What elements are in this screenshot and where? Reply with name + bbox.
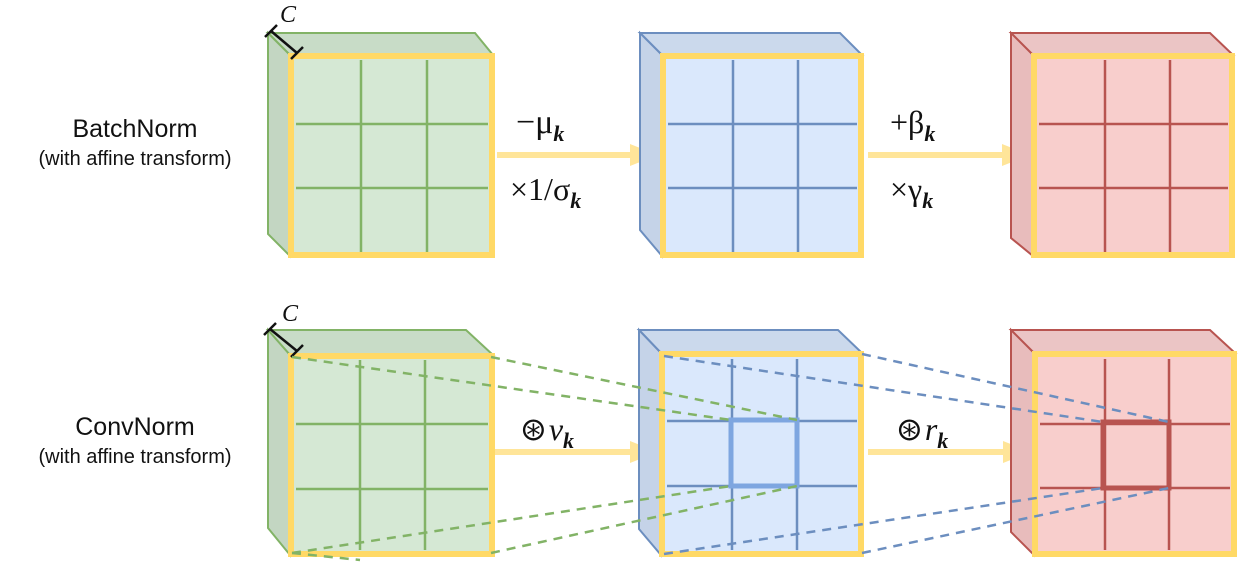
op-subtract-mean: −μk — [516, 104, 564, 146]
normalized-feature-map-cube-conv — [636, 327, 865, 558]
output-feature-map-cube — [1008, 30, 1236, 259]
projection-lines-blue — [663, 352, 1170, 556]
output-feature-map-cube-conv — [1008, 327, 1238, 558]
batchnorm-title: BatchNorm — [72, 115, 198, 143]
op-conv-v: ⊛vk — [520, 411, 574, 453]
convnorm-label: ConvNorm (with affine transform) — [0, 411, 270, 471]
batchnorm-subtitle: (with affine transform) — [38, 148, 232, 170]
input-feature-map-cube-conv — [265, 327, 496, 558]
op-divide-std: ×1/σk — [510, 171, 581, 213]
convnorm-title: ConvNorm — [75, 413, 195, 441]
channel-dimension-marker: C — [264, 2, 304, 60]
arrow-conv-r — [868, 441, 1031, 463]
projection-lines-green — [291, 355, 798, 562]
op-multiply-gamma: ×γk — [890, 171, 933, 213]
receptive-field-highlight-blue — [728, 417, 800, 489]
receptive-field-highlight-red — [1100, 419, 1172, 491]
batchnorm-label: BatchNorm (with affine transform) — [0, 113, 270, 173]
channel-dimension-marker-conv: C — [263, 301, 304, 358]
channel-label-conv: C — [282, 301, 299, 327]
op-conv-r: ⊛rk — [896, 411, 948, 453]
op-add-beta: +βk — [890, 104, 935, 146]
normalized-feature-map-cube — [637, 30, 865, 259]
channel-label: C — [280, 2, 297, 28]
convnorm-subtitle: (with affine transform) — [38, 446, 232, 468]
arrow-normalize — [497, 144, 658, 166]
input-feature-map-cube — [265, 30, 496, 259]
arrow-affine — [868, 144, 1030, 166]
